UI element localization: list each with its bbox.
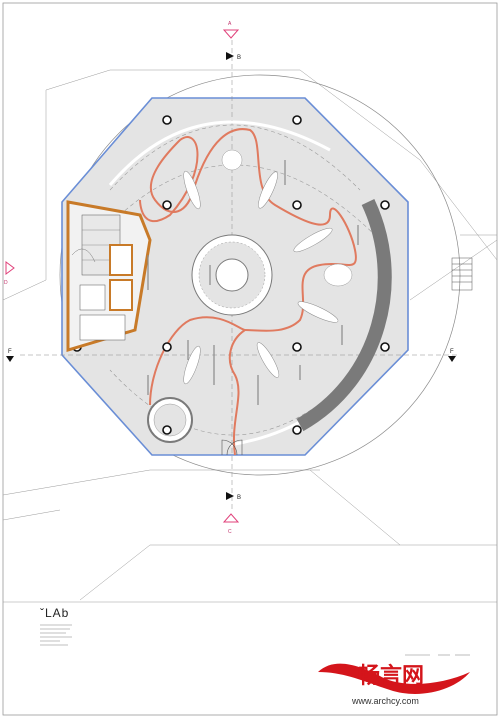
watermark-url: www.archcy.com bbox=[351, 696, 419, 706]
title-block-logo: ˇLAb bbox=[40, 606, 69, 620]
columns bbox=[72, 115, 390, 435]
svg-text:F: F bbox=[450, 349, 454, 355]
grid-marker-bottom: B bbox=[226, 492, 241, 501]
svg-text:D: D bbox=[4, 280, 8, 286]
circular-rooms bbox=[147, 149, 353, 443]
room-label-marks bbox=[147, 160, 359, 405]
exhibition-path-lower bbox=[228, 329, 246, 456]
svg-text:C: C bbox=[228, 529, 232, 535]
svg-text:F: F bbox=[8, 349, 12, 355]
display-cases bbox=[183, 170, 339, 385]
archcy-watermark: 畅言网 www.archcy.com bbox=[318, 663, 470, 706]
exhibition-path bbox=[139, 128, 357, 406]
curved-wall bbox=[296, 199, 392, 432]
svg-text:B: B bbox=[237, 495, 241, 501]
service-core bbox=[66, 200, 152, 353]
axis-marker-right: F bbox=[448, 349, 456, 362]
section-marker-top: A bbox=[222, 21, 240, 39]
external-stair bbox=[451, 257, 473, 291]
grid-marker-top: B bbox=[226, 52, 241, 61]
watermark-brand: 畅言网 bbox=[358, 663, 424, 689]
site-circle bbox=[59, 74, 461, 476]
central-rotunda bbox=[191, 234, 273, 316]
section-marker-bottom: C bbox=[222, 513, 240, 535]
entrance-doors bbox=[221, 439, 243, 456]
svg-text:A: A bbox=[228, 21, 232, 27]
svg-text:B: B bbox=[237, 55, 241, 61]
section-marker-left: D bbox=[4, 261, 15, 286]
site-lines bbox=[2, 69, 498, 601]
axis-marker-left: F bbox=[6, 349, 14, 362]
title-block: ˇLAb bbox=[40, 606, 470, 656]
